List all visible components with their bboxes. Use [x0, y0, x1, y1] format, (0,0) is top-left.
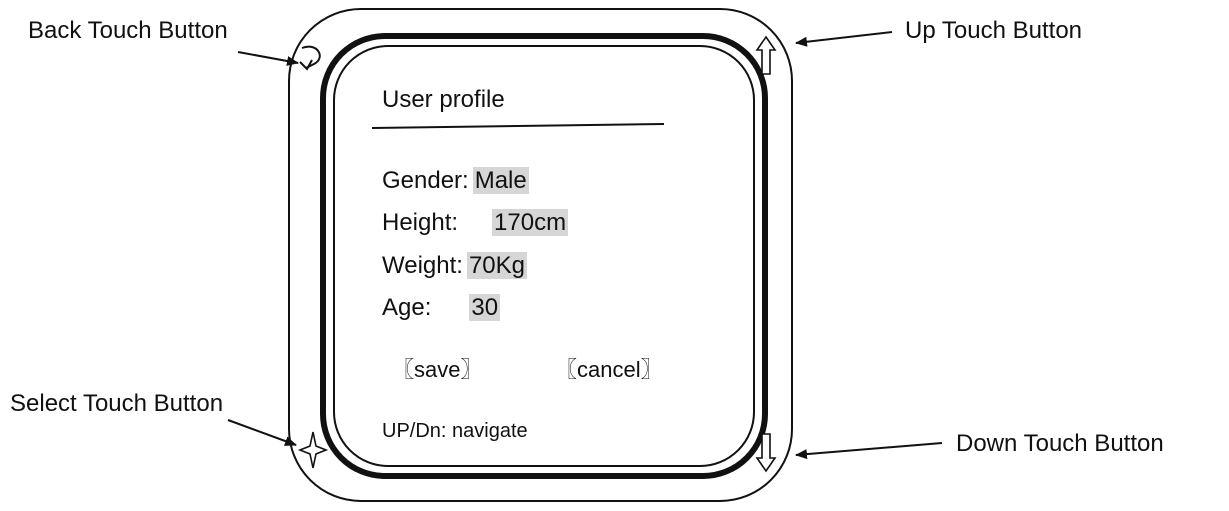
up-callout-arrow [795, 31, 893, 47]
down-arrow-icon[interactable] [755, 433, 777, 473]
title-underline [371, 123, 665, 129]
navigation-hint: UP/Dn: navigate [382, 420, 528, 442]
page-title: User profile [382, 86, 505, 113]
select-button-callout: Select Touch Button [10, 390, 224, 417]
down-callout-arrow [795, 442, 943, 460]
back-callout-arrow [237, 51, 299, 66]
age-value[interactable]: 30 [469, 294, 501, 321]
up-button-callout: Up Touch Button [905, 17, 1083, 44]
height-row: Height: 170cm [382, 208, 569, 238]
weight-label: Weight: [382, 252, 463, 279]
cancel-button[interactable]: 〖cancel〗 [555, 357, 663, 382]
age-label: Age: [382, 294, 432, 321]
device-outer-frame [288, 8, 793, 502]
weight-value[interactable]: 70Kg [466, 252, 527, 279]
height-value[interactable]: 170cm [492, 209, 569, 236]
four-point-star-icon[interactable] [297, 431, 329, 469]
device-screen [333, 45, 755, 467]
gender-label: Gender: [382, 167, 469, 194]
age-row: Age: 30 [382, 293, 501, 323]
gender-row: Gender:Male [382, 166, 529, 196]
device-bezel [320, 33, 768, 479]
up-arrow-icon[interactable] [755, 35, 777, 75]
weight-row: Weight:70Kg [382, 251, 527, 281]
gender-value[interactable]: Male [472, 167, 529, 194]
back-arrow-icon[interactable] [299, 45, 321, 71]
height-label: Height: [382, 209, 459, 236]
back-button-callout: Back Touch Button [28, 17, 228, 44]
down-button-callout: Down Touch Button [956, 430, 1164, 457]
save-button[interactable]: 〖save〗 [392, 357, 483, 382]
select-callout-arrow [227, 419, 297, 446]
